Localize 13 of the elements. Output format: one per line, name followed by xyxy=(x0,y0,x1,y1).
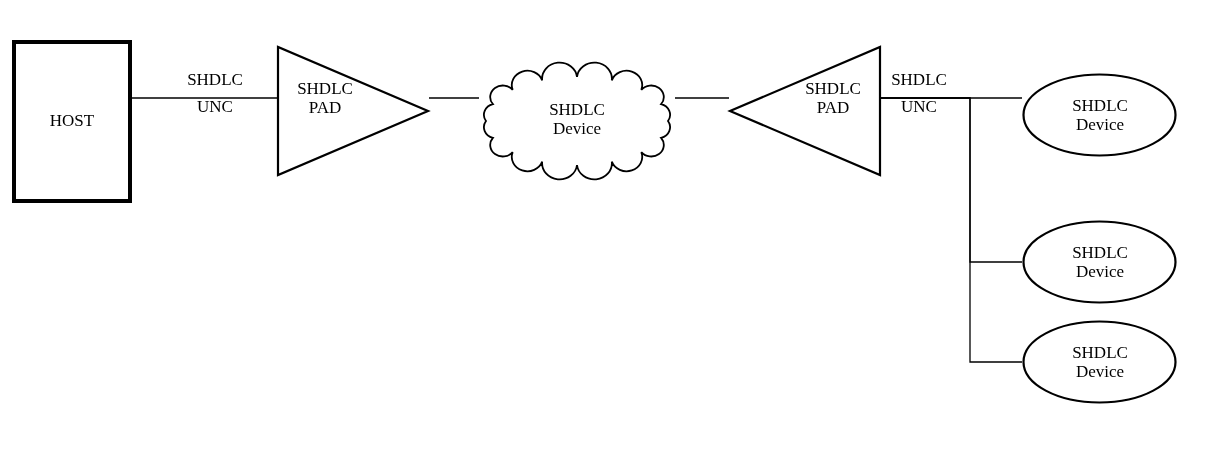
node-label: SHDLC PAD xyxy=(804,78,862,118)
node-label: SHDLC PAD xyxy=(296,78,354,118)
node-label: SHDLC Device xyxy=(548,99,606,139)
node-label: SHDLC Device xyxy=(1071,95,1129,135)
connector-line xyxy=(131,97,278,99)
connector-line xyxy=(674,97,730,99)
edge-label: SHDLC UNC xyxy=(186,69,244,119)
node-label: HOST xyxy=(48,111,96,131)
connector-line xyxy=(428,97,480,99)
connector-line xyxy=(880,97,1023,363)
edge-label: SHDLC UNC xyxy=(890,69,948,119)
node-label: SHDLC Device xyxy=(1071,242,1129,282)
node-label: SHDLC Device xyxy=(1071,342,1129,382)
